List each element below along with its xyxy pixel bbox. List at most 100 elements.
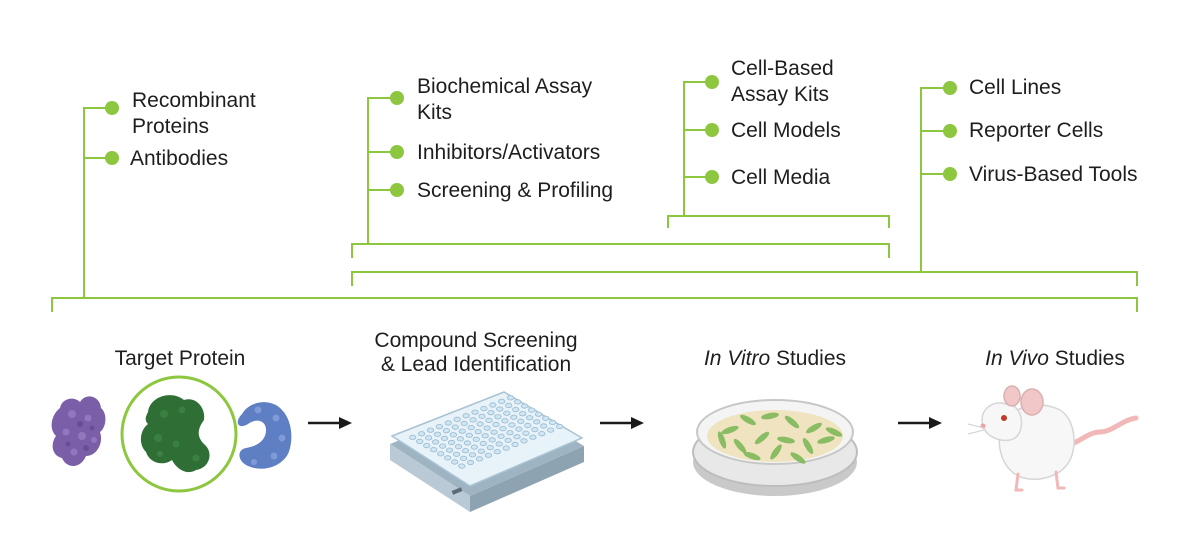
plate-well	[548, 419, 557, 425]
plate-well	[435, 423, 443, 430]
dish-cell	[717, 431, 727, 449]
plate-well	[483, 425, 491, 431]
plate-well	[469, 417, 477, 423]
plate-well	[467, 424, 475, 431]
dish-cell	[777, 436, 795, 444]
plate-well	[499, 425, 507, 432]
plate-well	[520, 403, 529, 409]
arrow-1	[308, 417, 352, 429]
plate-well	[449, 432, 457, 438]
plate-well	[555, 423, 564, 430]
dish-cell	[802, 438, 814, 454]
plate-well	[430, 447, 438, 453]
plate-well	[519, 411, 527, 417]
plate-well	[458, 463, 466, 469]
plate-well	[529, 434, 537, 440]
plate-well	[431, 439, 440, 445]
label-screening-profiling: Screening & Profiling	[417, 179, 614, 202]
plate-well	[438, 443, 447, 449]
label-virus-based-tools: Virus-Based Tools	[969, 163, 1138, 186]
plate-well	[433, 431, 442, 437]
plate-well	[472, 436, 480, 442]
stage-target-protein: Target Protein	[114, 347, 246, 370]
plate-well	[531, 426, 539, 433]
dot-antibodies	[105, 151, 119, 165]
plate-well	[471, 409, 479, 415]
dot-biochemical-assay-kits	[390, 91, 404, 105]
plate-well	[459, 455, 468, 461]
plate-well	[452, 451, 461, 457]
plate-well	[541, 415, 550, 421]
dot-inhibitors-activators	[390, 145, 404, 159]
plate-well	[547, 427, 555, 433]
dish-cell	[790, 452, 806, 464]
arrow-3	[898, 417, 942, 429]
plate-well	[426, 427, 435, 433]
plate-well	[508, 422, 516, 428]
stage-in-vitro: In Vitro Studies	[703, 347, 847, 370]
dish-cell	[825, 427, 843, 437]
dish-cell	[770, 444, 782, 460]
plate-well	[505, 402, 513, 409]
plate-well	[463, 440, 471, 446]
plate-well	[481, 433, 489, 439]
plate-well	[475, 456, 484, 462]
plate-well	[477, 448, 485, 454]
plate-well	[486, 444, 494, 451]
plate-well	[540, 423, 548, 429]
plate-well	[526, 415, 534, 421]
plate-well	[517, 418, 525, 424]
plate-well	[476, 421, 484, 427]
plate-well	[423, 442, 431, 449]
dot-reporter-cells	[943, 124, 957, 138]
plate-well	[409, 434, 417, 440]
plate-well	[515, 426, 523, 432]
plate-well	[534, 411, 543, 417]
plate-well	[503, 410, 511, 416]
petri-dish-icon	[692, 399, 858, 496]
plate-well	[527, 407, 536, 413]
plate-well	[493, 449, 501, 455]
plate-well	[489, 402, 497, 408]
plate-well	[485, 417, 493, 423]
plate-well	[498, 398, 506, 404]
plate-well	[513, 434, 521, 440]
plate-well	[522, 430, 530, 436]
label-cell-models: Cell Models	[731, 119, 841, 142]
label-reporter-cells: Reporter Cells	[969, 119, 1104, 142]
plate-well	[524, 422, 532, 429]
plate-well	[502, 445, 510, 451]
plate-well	[424, 435, 433, 441]
plate-well	[480, 405, 488, 412]
plate-well	[479, 440, 487, 447]
label-cell-media: Cell Media	[731, 166, 831, 189]
green-protein-icon	[120, 375, 238, 493]
plate-well	[501, 418, 509, 424]
plate-well	[451, 459, 459, 465]
dish-cell	[733, 438, 747, 454]
plate-well	[456, 436, 464, 442]
dish-cell	[743, 451, 761, 461]
plate-well	[494, 414, 502, 420]
dot-virus-based-tools	[943, 167, 957, 181]
plate-well	[458, 428, 466, 434]
plate-well	[510, 414, 518, 420]
dot-screening-profiling	[390, 183, 404, 197]
blue-protein-icon	[237, 402, 292, 469]
arrow-2	[600, 417, 644, 429]
plate-well	[488, 437, 496, 443]
plate-well	[490, 429, 498, 435]
plate-well	[474, 429, 482, 435]
dish-cell	[817, 436, 835, 444]
dish-cell	[721, 425, 739, 435]
plate-well	[496, 406, 504, 412]
plate-well	[492, 421, 500, 428]
plate-well	[538, 431, 546, 437]
dot-cell-media	[705, 170, 719, 184]
plate-well	[495, 441, 503, 447]
label-antibodies: Antibodies	[130, 147, 229, 170]
dot-cell-models	[705, 123, 719, 137]
